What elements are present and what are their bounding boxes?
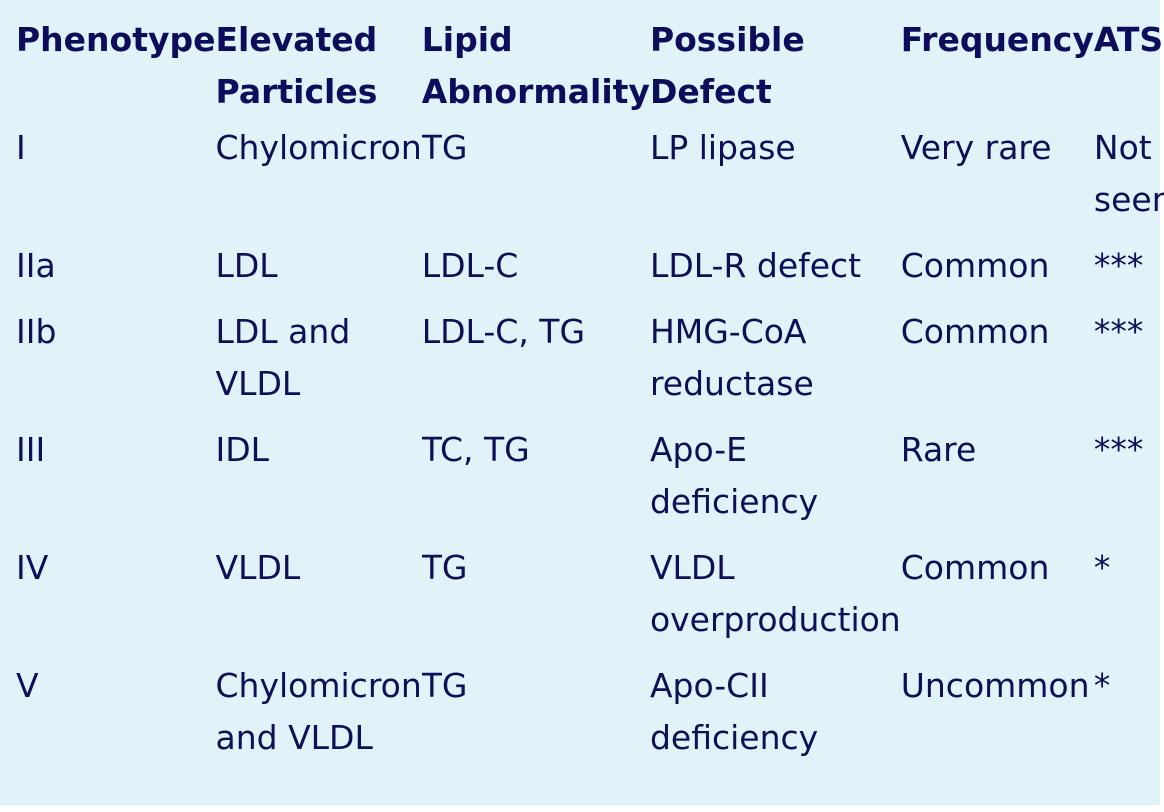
cell-frequency: Common [900, 246, 1050, 285]
cell-frequency: Common [900, 312, 1050, 351]
header-row: Phenotype Elevated Particles Lipid Abnor… [12, 12, 1164, 122]
header-possible-defect: Possible Defect [649, 20, 805, 111]
table-row: IV VLDL TG VLDL overproduction Common * [12, 542, 1164, 660]
table-row: V Chylomicron and VLDL TG Apo-CII defici… [12, 660, 1164, 770]
cell-phenotype: I [16, 128, 26, 167]
cell-possible-defect: Apo-E deficiency [649, 430, 819, 521]
cell-possible-defect: Apo-CII deficiency [649, 666, 819, 757]
table-row: III IDL TC, TG Apo-E deficiency Rare *** [12, 424, 1164, 542]
cell-ats: *** [1093, 246, 1144, 285]
cell-lipid-abnormality: TG [421, 548, 468, 587]
cell-frequency: Rare [900, 430, 977, 469]
cell-phenotype: V [16, 666, 39, 705]
cell-frequency: Uncommon [900, 666, 1090, 705]
cell-possible-defect: HMG-CoA reductase [649, 312, 814, 403]
header-ats: ATS [1093, 20, 1164, 59]
cell-lipid-abnormality: TG [421, 666, 468, 705]
table-row: IIa LDL LDL-C LDL-R defect Common *** [12, 240, 1164, 306]
header-frequency: Frequency [900, 20, 1094, 59]
cell-ats: Not seen [1093, 128, 1164, 219]
cell-ats: *** [1093, 312, 1144, 351]
cell-elevated-particles: Chylomicron and VLDL [215, 666, 422, 757]
cell-possible-defect: LDL-R defect [649, 246, 862, 285]
cell-ats: *** [1093, 430, 1144, 469]
cell-elevated-particles: IDL [215, 430, 270, 469]
cell-elevated-particles: LDL and VLDL [215, 312, 351, 403]
cell-ats: * [1093, 666, 1111, 705]
header-lipid-abnormality: Lipid Abnormality [421, 20, 650, 111]
page-bottom-edge [0, 805, 1164, 812]
cell-phenotype: IV [16, 548, 49, 587]
cell-frequency: Very rare [900, 128, 1052, 167]
cell-phenotype: IIb [16, 312, 57, 351]
table-row: IIb LDL and VLDL LDL-C, TG HMG-CoA reduc… [12, 306, 1164, 424]
cell-lipid-abnormality: LDL-C [421, 246, 519, 285]
header-phenotype: Phenotype [16, 20, 216, 59]
cell-ats: * [1093, 548, 1111, 587]
cell-elevated-particles: Chylomicron [215, 128, 422, 167]
cell-frequency: Common [900, 548, 1050, 587]
cell-phenotype: III [16, 430, 46, 469]
cell-lipid-abnormality: TG [421, 128, 468, 167]
cell-phenotype: IIa [16, 246, 56, 285]
cell-elevated-particles: VLDL [215, 548, 301, 587]
cell-possible-defect: VLDL overproduction [649, 548, 901, 639]
hyperlipidemia-phenotype-table: Phenotype Elevated Particles Lipid Abnor… [12, 12, 1164, 770]
table-row: I Chylomicron TG LP lipase Very rare Not… [12, 122, 1164, 240]
page-edge [1160, 0, 1164, 812]
cell-possible-defect: LP lipase [649, 128, 796, 167]
header-elevated-particles: Elevated Particles [215, 20, 378, 111]
cell-elevated-particles: LDL [215, 246, 278, 285]
cell-lipid-abnormality: LDL-C, TG [421, 312, 586, 351]
cell-lipid-abnormality: TC, TG [421, 430, 530, 469]
